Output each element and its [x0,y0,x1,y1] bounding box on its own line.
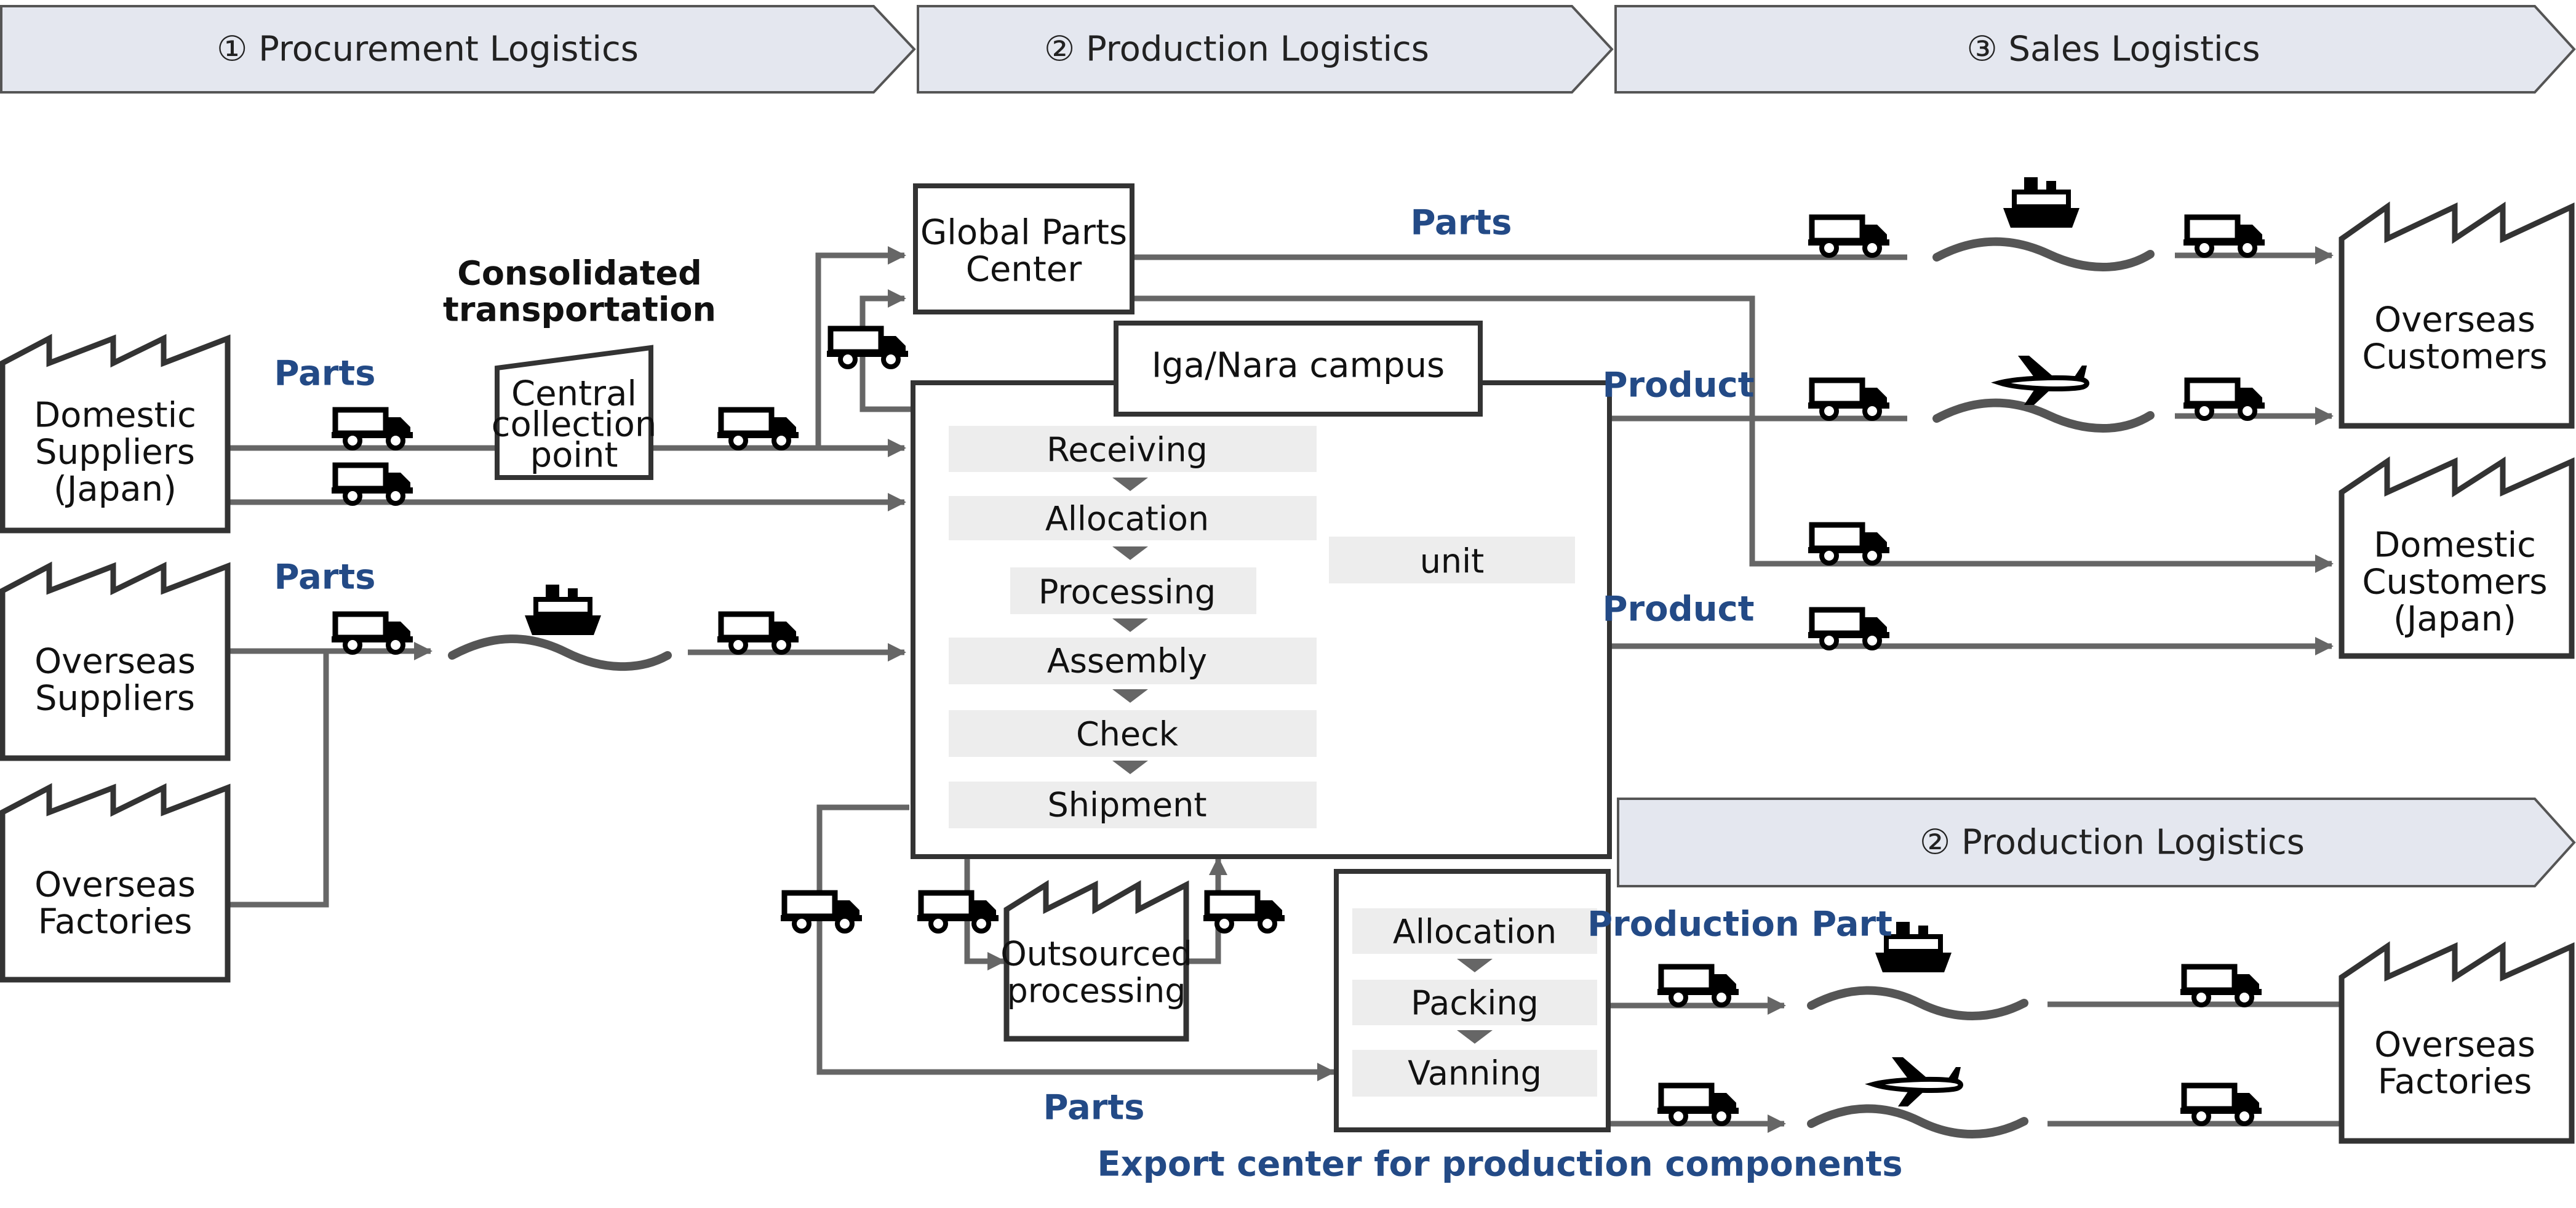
outsourced-line1: Outsourced [1000,935,1192,974]
campus-step-assembly: Assembly [1047,642,1207,681]
campus-steps: Receiving Allocation Processing Assembly… [949,426,1575,828]
campus-step-processing: Processing [1039,573,1216,612]
overseas-suppliers-line1: Overseas [34,642,196,682]
label-parts-export: Parts [1043,1088,1144,1128]
campus-title: Iga/Nara campus [1152,346,1445,386]
overseas-factories-right-line1: Overseas [2374,1025,2535,1065]
export-step-allocation: Allocation [1393,913,1557,951]
banner-production-label: ② Production Logistics [1044,30,1429,70]
central-collection-line3: point [530,436,618,476]
global-parts-center-line1: Global Parts [920,213,1127,253]
export-center-box: Allocation Packing Vanning [1334,869,1611,1132]
central-collection-point: Central collection point [492,345,657,480]
banner-production-lower: ② Production Logistics [1617,798,2576,887]
consolidated-line1: Consolidated [457,254,702,293]
domestic-suppliers-line3: (Japan) [54,470,177,510]
sea-wave-icon [448,237,2155,1138]
global-parts-center: Global Parts Center [913,183,1134,314]
overseas-customers-line2: Customers [2362,337,2547,377]
overseas-factories-left-line1: Overseas [34,865,196,905]
consolidated-line2: transportation [443,290,716,329]
label-product-domestic: Product [1602,590,1754,630]
domestic-suppliers-line2: Suppliers [35,433,195,473]
banner-sales-label: ③ Sales Logistics [1966,30,2260,70]
overseas-factories-right-line2: Factories [2378,1062,2532,1102]
export-step-vanning: Vanning [1408,1054,1542,1093]
campus-step-check: Check [1076,715,1179,754]
banner-production-lower-label: ② Production Logistics [1920,823,2305,863]
central-collection-line1: Central [511,374,637,414]
domestic-customers-line1: Domestic [2374,526,2536,566]
overseas-suppliers-line2: Suppliers [35,679,195,719]
label-export-center: Export center for production components [1097,1145,1902,1185]
campus-step-allocation: Allocation [1045,500,1209,538]
campus-step-shipment: Shipment [1047,786,1206,825]
banner-production: ② Production Logistics [917,5,1614,94]
label-product-overseas: Product [1602,366,1754,406]
factory-icon [0,201,2575,1144]
domestic-customers-line3: (Japan) [2393,599,2516,639]
label-parts-gpc: Parts [1410,203,1512,243]
domestic-suppliers-line1: Domestic [34,396,196,436]
label-parts-domestic: Parts [274,354,375,394]
global-parts-center-line2: Center [966,250,1082,290]
domestic-customers-line2: Customers [2362,562,2547,602]
overseas-factories-left-line2: Factories [38,902,193,942]
banner-procurement-label: ① Procurement Logistics [217,30,639,70]
unit-label: unit [1420,542,1485,581]
export-step-packing: Packing [1411,984,1539,1023]
overseas-customers-line1: Overseas [2374,300,2535,340]
label-parts-overseas: Parts [274,558,375,598]
outsourced-line2: processing [1007,972,1186,1010]
central-collection-line2: collection [492,405,657,445]
campus-step-receiving: Receiving [1047,431,1208,470]
flow-labels: Consolidated transportation Parts Parts … [274,203,1902,1185]
node-labels: Domestic Suppliers (Japan) Overseas Supp… [34,300,2548,1102]
banner-sales: ③ Sales Logistics [1614,5,2576,94]
banner-procurement: ① Procurement Logistics [0,5,916,94]
label-production-part: Production Part [1587,905,1892,945]
